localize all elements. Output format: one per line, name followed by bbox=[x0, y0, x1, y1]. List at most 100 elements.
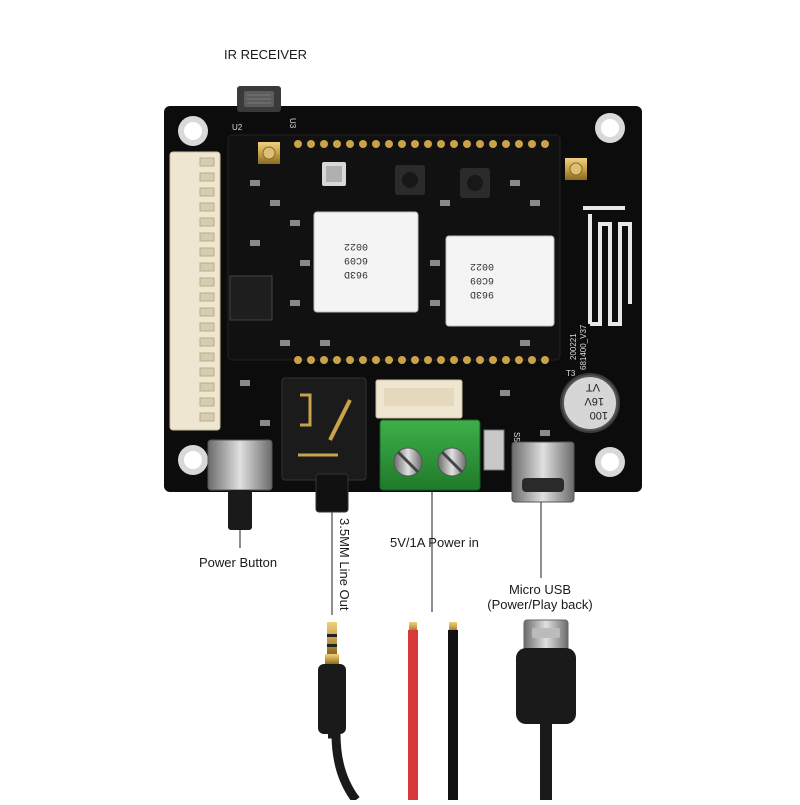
header-pin bbox=[541, 356, 549, 364]
usb-cable-icon bbox=[516, 619, 576, 800]
ufl-connector bbox=[565, 158, 587, 180]
connector-pin bbox=[199, 202, 215, 212]
header-pin bbox=[346, 356, 354, 364]
ir-receiver-label: IR RECEIVER bbox=[224, 47, 308, 62]
connector-pin bbox=[199, 187, 215, 197]
smd-components bbox=[240, 180, 550, 436]
header-pin bbox=[437, 140, 445, 148]
header-pin bbox=[476, 140, 484, 148]
connector-pin bbox=[199, 337, 215, 347]
chip2-line3: 0022 bbox=[470, 260, 494, 271]
shield-can-1 bbox=[313, 211, 419, 313]
smd-part bbox=[320, 340, 330, 346]
header-pin bbox=[528, 140, 536, 148]
connector-pin bbox=[199, 292, 215, 302]
connector-pin bbox=[199, 412, 215, 422]
wifi-antenna-icon bbox=[583, 206, 632, 326]
black-chip bbox=[229, 275, 273, 321]
audio-jack-icon bbox=[281, 377, 367, 513]
smd-part bbox=[520, 340, 530, 346]
header-pin bbox=[307, 356, 315, 364]
smd-part bbox=[290, 300, 300, 306]
header-pin bbox=[385, 356, 393, 364]
ir-receiver-icon bbox=[237, 86, 281, 112]
micro-usb-label-line1: Micro USB bbox=[508, 582, 572, 597]
header-pin bbox=[502, 356, 510, 364]
board-version: 681400_V37 bbox=[579, 324, 588, 370]
header-pin bbox=[463, 140, 471, 148]
electrolytic-capacitor bbox=[560, 373, 620, 433]
header-pin bbox=[502, 140, 510, 148]
header-pin bbox=[489, 356, 497, 364]
smd-part bbox=[260, 420, 270, 426]
small-white-connector bbox=[375, 379, 463, 419]
connector-pin bbox=[199, 397, 215, 407]
smd-part bbox=[440, 200, 450, 206]
smd-part bbox=[270, 200, 280, 206]
header-pin bbox=[476, 356, 484, 364]
diode bbox=[483, 429, 505, 471]
terminal-block-icon bbox=[379, 419, 481, 491]
header-pin bbox=[515, 356, 523, 364]
chip1-line1: 963D bbox=[344, 268, 368, 279]
header-pin bbox=[489, 140, 497, 148]
header-pin bbox=[541, 140, 549, 148]
connector-pin bbox=[199, 367, 215, 377]
smd-part bbox=[530, 200, 540, 206]
connector-pin bbox=[199, 247, 215, 257]
pointer-lines bbox=[239, 492, 542, 615]
smd-part bbox=[430, 260, 440, 266]
header-pins-top bbox=[294, 140, 549, 148]
chip2-line1: 963D bbox=[470, 288, 494, 299]
header-pin bbox=[463, 356, 471, 364]
header-pin bbox=[333, 140, 341, 148]
header-pin bbox=[333, 356, 341, 364]
header-pin bbox=[411, 140, 419, 148]
smd-part bbox=[250, 180, 260, 186]
cap-line1: 100 bbox=[590, 409, 608, 421]
smd-part bbox=[300, 260, 310, 266]
crystal bbox=[322, 162, 346, 186]
micro-usb-label-line2: (Power/Play back) bbox=[487, 597, 593, 612]
power-button-icon bbox=[207, 439, 273, 530]
header-pin bbox=[294, 356, 302, 364]
smd-part bbox=[430, 300, 440, 306]
smd-part bbox=[280, 340, 290, 346]
header-pin bbox=[320, 356, 328, 364]
smd-part bbox=[290, 220, 300, 226]
connector-pin bbox=[199, 352, 215, 362]
audio-plug-icon bbox=[318, 622, 360, 803]
power-wires bbox=[408, 622, 458, 800]
chip1-line3: 0022 bbox=[344, 240, 368, 251]
ref-t3: T3 bbox=[566, 369, 576, 378]
header-pin bbox=[359, 356, 367, 364]
shield-can-2 bbox=[445, 235, 555, 327]
side-connector bbox=[169, 151, 221, 431]
connector-pin bbox=[199, 217, 215, 227]
header-pin bbox=[398, 356, 406, 364]
header-pin bbox=[515, 140, 523, 148]
smd-part bbox=[500, 390, 510, 396]
connector-pin bbox=[199, 232, 215, 242]
header-pin bbox=[450, 356, 458, 364]
ref-u2: U2 bbox=[232, 123, 243, 132]
header-pin bbox=[385, 140, 393, 148]
connector-pin bbox=[199, 277, 215, 287]
cap-line3: VT bbox=[586, 381, 600, 393]
header-pin bbox=[359, 140, 367, 148]
header-pin bbox=[437, 356, 445, 364]
smd-part bbox=[240, 380, 250, 386]
ref-s5: S5 bbox=[512, 432, 521, 442]
antenna-connector-icon bbox=[258, 142, 280, 164]
ref-u3: U3 bbox=[288, 118, 297, 129]
header-pin bbox=[346, 140, 354, 148]
power-button-label: Power Button bbox=[199, 555, 278, 570]
connector-pin bbox=[199, 382, 215, 392]
connector-pin bbox=[199, 157, 215, 167]
chip1-line2: 6C09 bbox=[344, 254, 368, 265]
header-pin bbox=[450, 140, 458, 148]
micro-usb-label: Micro USB (Power/Play back) bbox=[480, 582, 600, 612]
inductors bbox=[395, 165, 490, 198]
